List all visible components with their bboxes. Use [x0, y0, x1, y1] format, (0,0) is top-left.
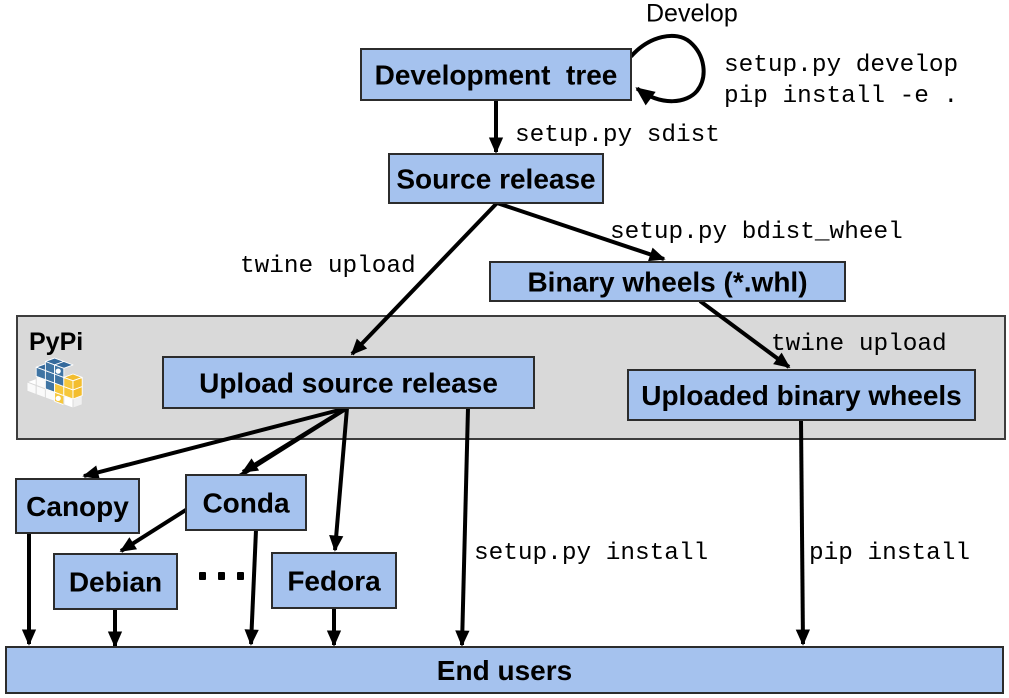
- svg-text:setup.py bdist_wheel: setup.py bdist_wheel: [610, 219, 903, 246]
- svg-text:pip install -e .: pip install -e .: [724, 83, 958, 110]
- svg-text:Fedora: Fedora: [287, 566, 381, 597]
- svg-text:Binary wheels (*.whl): Binary wheels (*.whl): [527, 267, 807, 298]
- svg-text:Canopy: Canopy: [26, 491, 129, 522]
- svg-text:PyPi: PyPi: [29, 328, 83, 356]
- svg-text:setup.py develop: setup.py develop: [724, 52, 958, 79]
- svg-text:Conda: Conda: [202, 488, 290, 519]
- svg-text:Development tree: Development tree: [375, 60, 618, 91]
- svg-text:twine upload: twine upload: [771, 331, 947, 358]
- svg-text:Develop: Develop: [646, 0, 738, 28]
- svg-text:Upload source release: Upload source release: [199, 368, 498, 399]
- svg-text:Source release: Source release: [396, 164, 595, 195]
- svg-text:twine upload: twine upload: [240, 253, 416, 280]
- svg-text:Debian: Debian: [69, 567, 162, 598]
- svg-text:pip install: pip install: [809, 540, 970, 567]
- svg-text:End users: End users: [437, 655, 572, 686]
- svg-text:Uploaded binary wheels: Uploaded binary wheels: [641, 380, 962, 411]
- svg-text:setup.py sdist: setup.py sdist: [515, 122, 720, 149]
- svg-text:setup.py install: setup.py install: [474, 540, 708, 567]
